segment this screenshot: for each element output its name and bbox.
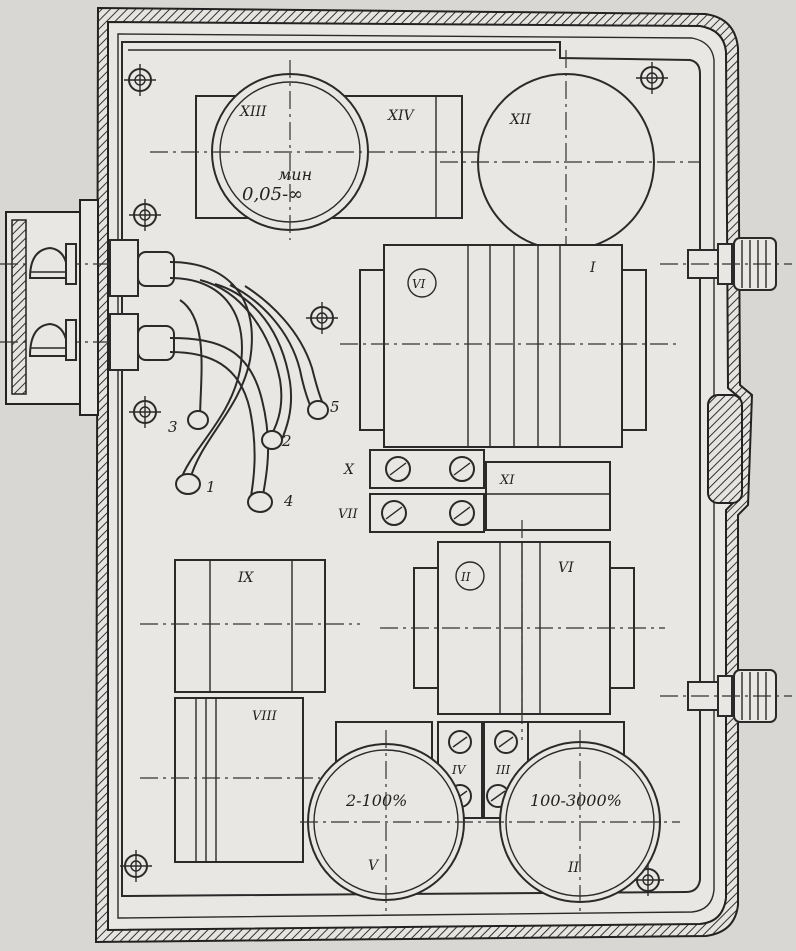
adjustment-knob-top — [660, 237, 792, 291]
signal-lamp-bottom — [28, 319, 77, 361]
label-xiii: XIII — [239, 104, 267, 120]
component-ix — [174, 559, 326, 693]
terminal-strip-vii — [369, 493, 485, 533]
dial-min-label: мин — [278, 165, 312, 184]
label-ii-b: II — [567, 860, 580, 876]
label-x: X — [343, 462, 355, 478]
tube-label-2: 2 — [281, 432, 292, 450]
label-xi: XI — [499, 473, 515, 488]
mounting-screws — [120, 62, 668, 896]
component-viii — [174, 697, 304, 863]
side-handle — [707, 394, 743, 504]
component-i-transformer — [359, 244, 647, 448]
adjustment-knob-bottom — [660, 669, 792, 723]
terminal-strip-x — [369, 449, 485, 489]
label-i: I — [589, 260, 596, 276]
cable-ends — [175, 400, 329, 513]
tube-label-5: 5 — [330, 398, 340, 416]
chassis-plate — [121, 41, 701, 898]
cable-sockets — [109, 239, 175, 371]
label-vi: VI — [412, 277, 426, 291]
dial-left-range: 2-100% — [345, 791, 407, 810]
tube-label-3: 3 — [168, 418, 178, 436]
cable-bundle — [169, 261, 325, 503]
signal-lamp-top — [28, 243, 77, 285]
component-xi — [485, 461, 611, 531]
label-xii: XII — [509, 112, 531, 128]
label-iii: III — [495, 763, 510, 777]
label-v: V — [368, 858, 380, 874]
label-vii: VII — [338, 507, 359, 522]
label-ix: IX — [237, 570, 255, 586]
left-connector-bracket — [0, 199, 130, 416]
label-ii: II — [460, 570, 471, 584]
dial-min-value: 0,05-∞ — [242, 184, 303, 205]
dial-right-range: 100-3000% — [530, 791, 622, 810]
tube-label-4: 4 — [283, 492, 294, 510]
label-iv: IV — [451, 763, 467, 777]
tube-label-1: 1 — [206, 478, 216, 496]
label-viii: VIII — [252, 709, 278, 724]
label-vi-b: VI — [558, 560, 574, 576]
label-xiv: XIV — [387, 108, 415, 124]
